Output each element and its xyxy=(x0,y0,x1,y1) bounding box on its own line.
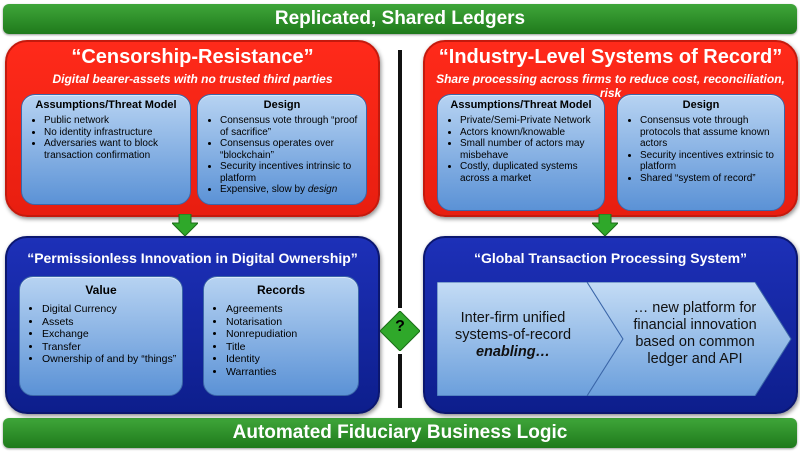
top-banner-label: Replicated, Shared Ledgers xyxy=(274,8,526,29)
chevron-text-1: Inter-firm unified systems-of-record ena… xyxy=(442,310,584,361)
chevron-text-2: … new platform for financial innovation … xyxy=(633,300,757,367)
list-item: Security incentives extrinsic to platfor… xyxy=(640,150,784,173)
list-item: Exchange xyxy=(42,328,182,341)
list-item-text: Expensive, slow by xyxy=(220,184,308,195)
list-item-emphasis: design xyxy=(307,184,338,195)
list-item: Transfer xyxy=(42,341,182,354)
list-item: Nonrepudiation xyxy=(226,328,358,341)
list-item: Agreements xyxy=(226,303,358,316)
down-arrow-icon xyxy=(172,214,198,236)
card-heading: Design xyxy=(682,99,720,111)
card-heading: Records xyxy=(256,283,306,297)
list-item: Expensive, slow by design xyxy=(220,184,366,196)
bottom-banner-label: Automated Fiduciary Business Logic xyxy=(232,422,568,443)
list-item: Consensus vote through protocols that as… xyxy=(640,115,784,150)
center-divider-top xyxy=(398,50,402,308)
panel-title: “Censorship-Resistance” xyxy=(71,46,314,68)
card-heading: Assumptions/Threat Model xyxy=(450,99,592,111)
process-chevrons xyxy=(437,282,792,396)
list-item: Ownership of and by “things” xyxy=(42,353,182,366)
list-item: Public network xyxy=(44,115,190,127)
panel-title: “Permissionless Innovation in Digital Ow… xyxy=(27,250,358,266)
panel-title: “Global Transaction Processing System” xyxy=(473,250,748,266)
list-item: Small number of actors may misbehave xyxy=(460,138,604,161)
list-item: Adversaries want to block transaction co… xyxy=(44,138,190,161)
center-divider-bottom xyxy=(398,354,402,408)
permissionless-innovation-panel: “Permissionless Innovation in Digital Ow… xyxy=(5,236,380,414)
assumptions-card: Assumptions/Threat Model Public network … xyxy=(21,94,191,205)
list-item: Notarisation xyxy=(226,316,358,329)
value-card: Value Digital Currency Assets Exchange T… xyxy=(19,276,183,396)
question-mark: ? xyxy=(395,318,405,335)
card-heading: Assumptions/Threat Model xyxy=(35,99,177,111)
assumptions-card: Assumptions/Threat Model Private/Semi-Pr… xyxy=(437,94,605,211)
panel-subtitle: Digital bearer-assets with no trusted th… xyxy=(52,72,333,86)
panel-title: “Industry-Level Systems of Record” xyxy=(438,46,783,68)
systems-of-record-panel: “Industry-Level Systems of Record” Share… xyxy=(423,40,798,217)
bottom-banner: Automated Fiduciary Business Logic xyxy=(3,418,797,448)
chevron-text-main: Inter-firm unified systems-of-record xyxy=(454,310,572,343)
list-item: Digital Currency xyxy=(42,303,182,316)
list-item: Consensus vote through “proof of sacrifi… xyxy=(220,115,366,138)
list-item: Shared “system of record” xyxy=(640,173,784,185)
top-banner: Replicated, Shared Ledgers xyxy=(3,4,797,34)
list-item: Private/Semi-Private Network xyxy=(460,115,604,127)
list-item: Identity xyxy=(226,353,358,366)
question-diamond-icon xyxy=(380,311,420,351)
design-card: Design Consensus vote through “proof of … xyxy=(197,94,367,205)
down-arrow-icon xyxy=(592,214,618,236)
list-item: Warranties xyxy=(226,366,358,379)
records-card: Records Agreements Notarisation Nonrepud… xyxy=(203,276,359,396)
censorship-resistance-panel: “Censorship-Resistance” Digital bearer-a… xyxy=(5,40,380,217)
card-heading: Design xyxy=(263,99,301,111)
list-item: Assets xyxy=(42,316,182,329)
list-item: Costly, duplicated systems across a mark… xyxy=(460,161,604,184)
list-item: Consensus operates over “blockchain” xyxy=(220,138,366,161)
card-heading: Value xyxy=(85,283,117,297)
list-item: Security incentives intrinsic to platfor… xyxy=(220,161,366,184)
chevron-text-emphasis: enabling… xyxy=(475,344,551,360)
list-item: Title xyxy=(226,341,358,354)
list-item: No identity infrastructure xyxy=(44,127,190,139)
chevron-shape-2 xyxy=(586,282,792,396)
list-item: Actors known/knowable xyxy=(460,127,604,139)
panel-subtitle: Share processing across firms to reduce … xyxy=(436,72,785,100)
design-card: Design Consensus vote through protocols … xyxy=(617,94,785,211)
